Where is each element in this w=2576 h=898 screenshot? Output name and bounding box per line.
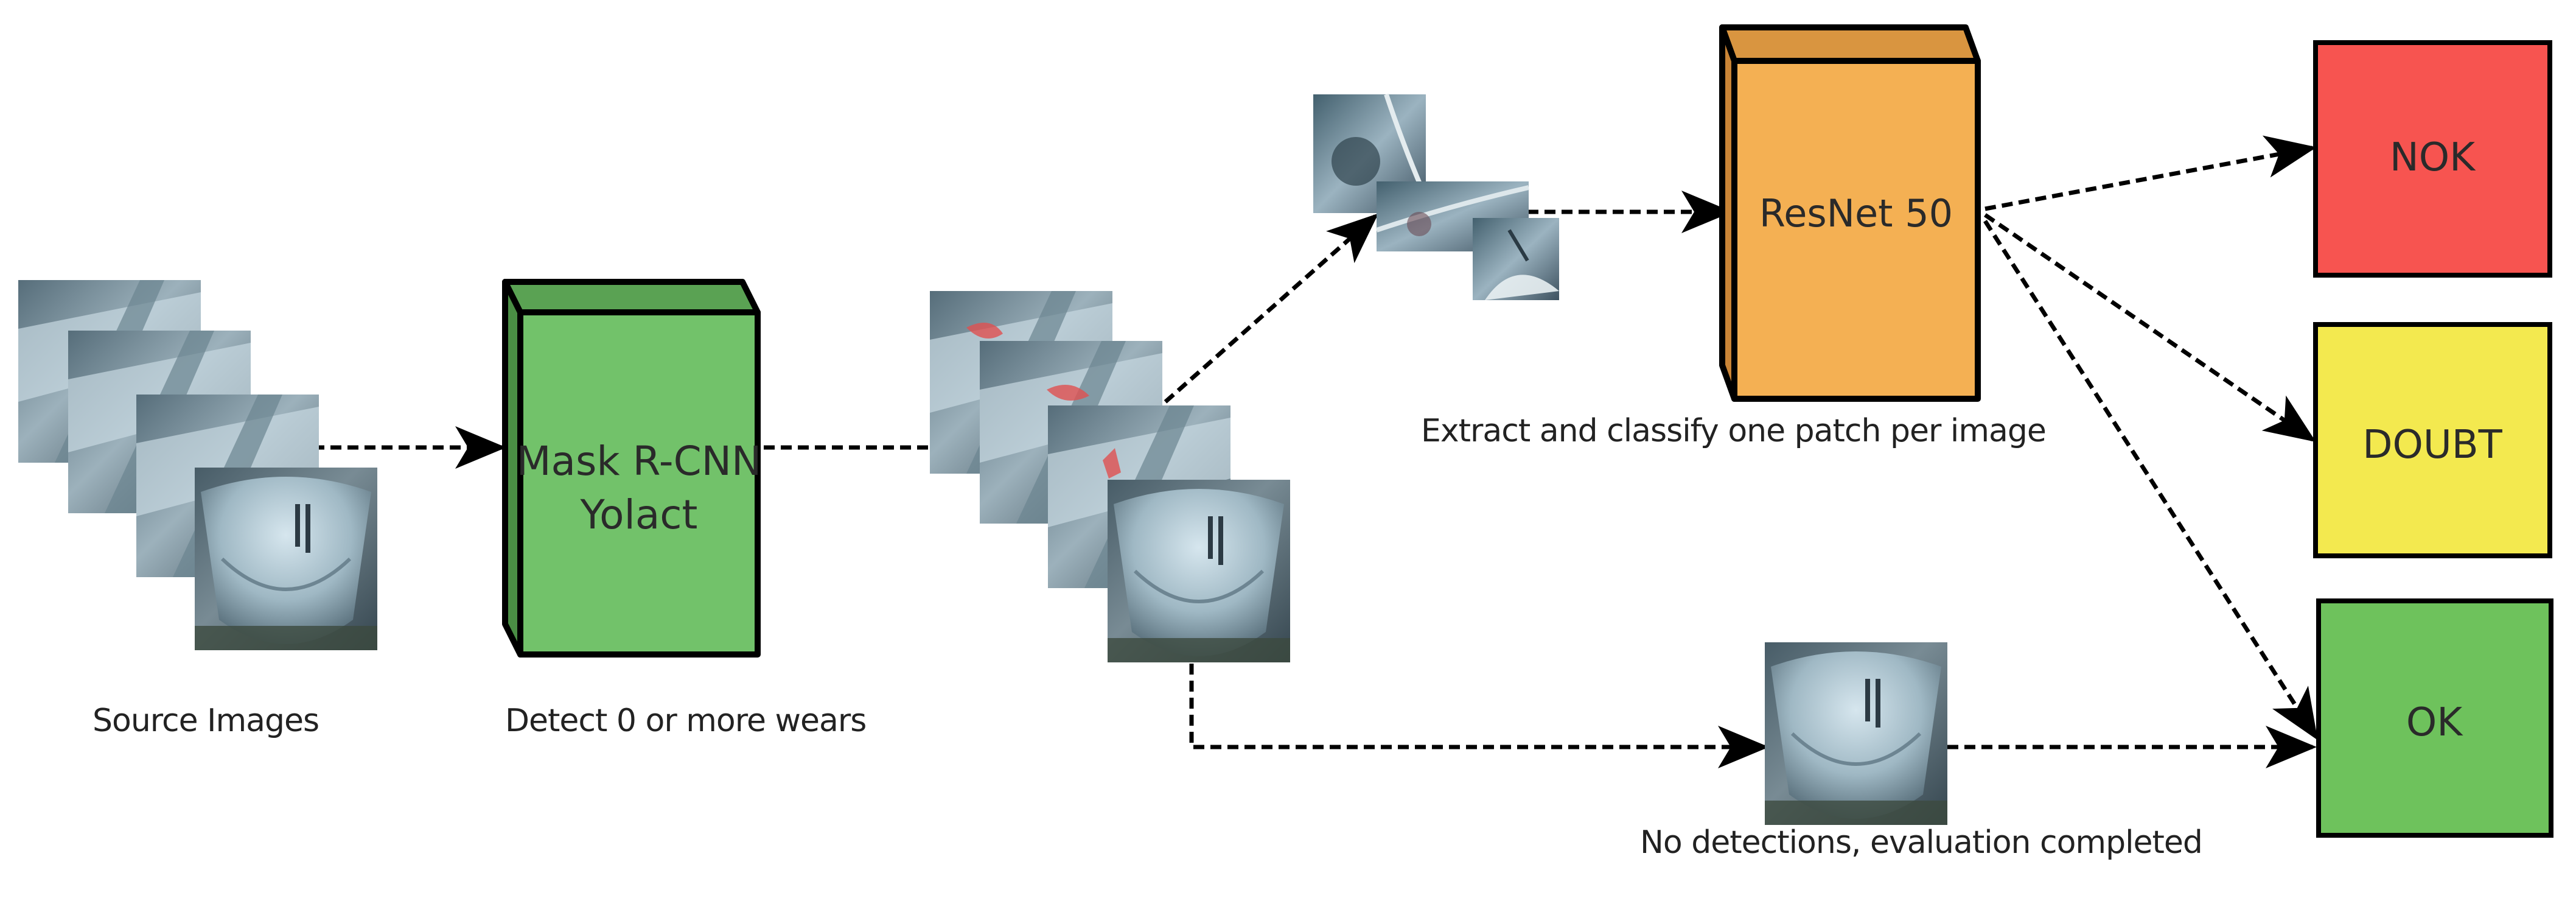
arrow-resnet-to-doubt <box>1984 213 2316 442</box>
resnet-box <box>1719 24 1981 402</box>
outcome-ok-label: OK <box>2406 700 2463 745</box>
detector-name-line2: Yolact <box>580 491 698 538</box>
arrow-masks-to-ok-path <box>1189 664 1769 768</box>
label-extract: Extract and classify one patch per image <box>1421 413 2047 449</box>
arrow-masks-to-patches <box>1164 213 1379 404</box>
label-detect: Detect 0 or more wears <box>505 703 867 739</box>
outcome-nok: NOK <box>2313 40 2552 278</box>
no-detection-image <box>1765 642 1947 825</box>
outcome-doubt: DOUBT <box>2313 322 2552 558</box>
source-images-stack <box>18 280 377 650</box>
detector-name-line1: Mask R-CNN <box>517 438 762 485</box>
arrow-resnet-to-nok <box>1984 135 2317 211</box>
arrow-resnet-to-ok <box>1983 220 2318 740</box>
outcome-nok-label: NOK <box>2390 135 2476 180</box>
detector-box <box>502 279 761 658</box>
classifier-name: ResNet 50 <box>1759 191 1953 236</box>
outcome-ok: OK <box>2316 598 2553 838</box>
outcome-doubt-label: DOUBT <box>2362 423 2502 468</box>
label-source-images: Source Images <box>92 703 319 739</box>
masked-images-stack <box>930 291 1290 662</box>
extracted-patches <box>1313 93 1559 300</box>
label-no-detections: No detections, evaluation completed <box>1640 824 2203 861</box>
